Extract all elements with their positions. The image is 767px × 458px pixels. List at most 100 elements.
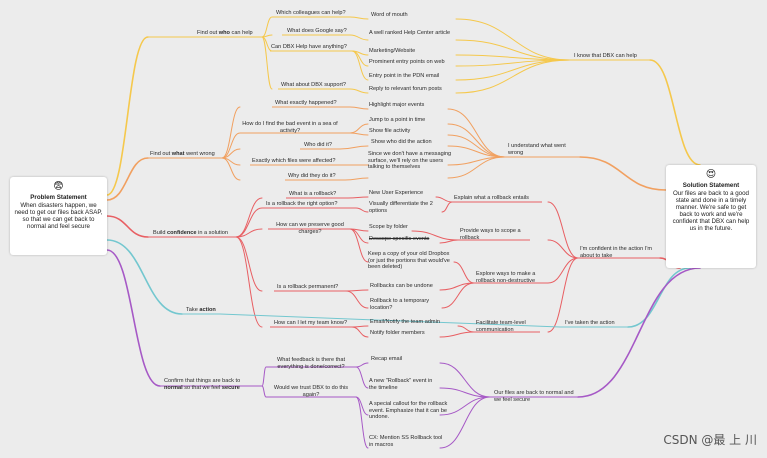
connector-line [455, 18, 571, 61]
question-dbxhelp[interactable]: Can DBX Help have anything? [271, 44, 347, 50]
question-goodcharges[interactable]: How can we preserve good charges? [276, 222, 344, 235]
answer-marketing[interactable]: Marketing/Website [369, 48, 416, 54]
connector-action-taken [219, 313, 561, 328]
answer-callout[interactable]: A special callout for the rollback event… [369, 401, 448, 421]
connector-what-question-1 [221, 132, 241, 159]
branch-who[interactable]: Find out who can help [197, 30, 253, 36]
answer-highlight[interactable]: Highlight major events [369, 102, 425, 108]
branch-normal[interactable]: Confirm that things are back to normal s… [164, 378, 241, 391]
answer-recap[interactable]: Recap email [371, 356, 403, 362]
connector-line [439, 387, 491, 398]
branch-confidence[interactable]: Build confidence in a solution [153, 230, 228, 236]
question-whichfiles[interactable]: Exactly which files were affected? [252, 158, 336, 164]
answer-messaging[interactable]: Since we don't have a messaging surface,… [368, 151, 452, 171]
answer-helpcenter[interactable]: A well ranked Help Center article [369, 30, 451, 36]
connector-line [351, 325, 369, 328]
connector-who-question-3 [261, 36, 273, 90]
connector-line [261, 385, 267, 398]
outcome-taken[interactable]: I've taken the action [565, 320, 615, 326]
problem-body: When disasters happen, we need to get ou… [14, 202, 103, 231]
fearful-face-icon: 😨 [53, 181, 64, 192]
question-trust[interactable]: Would we trust DBX to do this again? [273, 385, 349, 398]
answer-newrollback[interactable]: A new "Rollback" event in the timeline [369, 378, 433, 391]
branch-action[interactable]: Take action [186, 307, 216, 313]
connector-line [547, 201, 579, 259]
question-permanent[interactable]: Is a rollback permanent? [277, 284, 339, 290]
connector-line [439, 331, 475, 338]
connector-line [355, 396, 369, 449]
question-whydid[interactable]: Why did they do it? [288, 173, 336, 179]
connector-line [447, 108, 506, 158]
connector-line [447, 123, 506, 158]
connector-line [349, 34, 369, 41]
answer-showwho[interactable]: Show who did the action [371, 139, 432, 145]
answer-cx[interactable]: CX: Mention SS Rollback tool in macros [369, 435, 443, 448]
mid-explore[interactable]: Explore ways to make a rollback non-dest… [476, 271, 536, 284]
connector-line [441, 201, 453, 213]
connector-line [457, 325, 475, 333]
answer-fileactivity[interactable]: Show file activity [369, 128, 411, 134]
connector-taken-solution [627, 267, 691, 328]
problem-title: Problem Statement [30, 194, 87, 201]
answer-notify[interactable]: Notify folder members [370, 330, 425, 336]
question-feedback[interactable]: What feedback is there that everything i… [276, 357, 346, 370]
connector-confidence-question-0 [235, 197, 263, 238]
question-support[interactable]: What about DBX support? [281, 82, 346, 88]
connector-line [453, 261, 475, 284]
connector-line [345, 289, 369, 292]
answer-email[interactable]: Email/Notify the team admin [370, 319, 440, 325]
connector-line [411, 230, 459, 241]
connector-line [355, 207, 369, 213]
connector-line [351, 50, 369, 81]
connector-line [349, 132, 369, 136]
connector-line [439, 396, 491, 416]
problem-statement-card[interactable]: 😨 Problem Statement When disasters happe… [10, 177, 107, 255]
question-whodid[interactable]: Who did it? [304, 142, 332, 148]
connector-line [339, 145, 369, 150]
outcome-back[interactable]: Our files are back to normal and we feel… [494, 390, 574, 403]
solution-body: Our files are back to a good state and d… [672, 190, 750, 233]
connector-problem-normal [106, 249, 161, 387]
mid-scope[interactable]: Provide ways to scope a rollback [460, 228, 521, 241]
answer-prominent[interactable]: Prominent entry points on web [369, 59, 445, 65]
question-letteam[interactable]: How can I let my team know? [274, 320, 348, 326]
answer-jump[interactable]: Jump to a point in time [369, 117, 426, 123]
answer-scopefolder[interactable]: Scope by folder [369, 224, 408, 230]
answer-visually[interactable]: Visually differentiate the 2 options [369, 201, 433, 214]
answer-temporary[interactable]: Rollback to a temporary location? [370, 298, 430, 311]
question-rightoption[interactable]: Is a rollback the right option? [266, 201, 338, 207]
connector-know-solution [649, 59, 701, 166]
outcome-understand[interactable]: I understand what went wrong [508, 143, 566, 156]
mid-explain[interactable]: Explain what a rollback entails [454, 195, 529, 201]
branch-what[interactable]: Find out what went wrong [150, 151, 215, 157]
connector-problem-what [106, 157, 149, 201]
connector-problem-action [106, 239, 183, 315]
answer-forum[interactable]: Reply to relevant forum posts [369, 86, 442, 92]
outcome-confident[interactable]: I'm confident in the action I'm about to… [580, 246, 653, 259]
answer-pdn[interactable]: Entry point in the PDN email [369, 73, 440, 79]
connector-line [439, 396, 491, 449]
watermark: CSDN @最 上 川 [663, 433, 757, 447]
connector-line [447, 156, 506, 179]
question-rollback[interactable]: What is a rollback? [289, 191, 337, 197]
question-happened[interactable]: What exactly happened? [275, 100, 337, 106]
mid-facilitate[interactable]: Facilitate team-level communication [476, 320, 526, 333]
connector-line [349, 88, 369, 94]
answer-undone[interactable]: Rollbacks can be undone [370, 283, 433, 289]
connector-confidence-question-1 [235, 207, 263, 238]
answer-descope[interactable]: Descope specific events [369, 236, 430, 242]
connector-line [455, 59, 571, 94]
question-findbad[interactable]: How do I find the bad event in a sea of … [242, 121, 338, 134]
connector-line [455, 39, 571, 61]
answer-keepcopy[interactable]: Keep a copy of your old Dropbox (or just… [368, 251, 450, 271]
answer-newux[interactable]: New User Experience [369, 190, 424, 196]
connector-line [547, 257, 579, 333]
question-google[interactable]: What does Google say? [287, 28, 347, 34]
outcome-know[interactable]: I know that DBX can help [574, 53, 637, 59]
connector-who-question-0 [261, 16, 273, 38]
answer-wordofmouth[interactable]: Word of mouth [371, 12, 408, 18]
solution-statement-card[interactable]: 😍 Solution Statement Our files are back … [666, 165, 756, 268]
connector-line [351, 326, 369, 338]
question-colleagues[interactable]: Which colleagues can help? [276, 10, 346, 16]
connector-understand-solution [579, 156, 667, 191]
